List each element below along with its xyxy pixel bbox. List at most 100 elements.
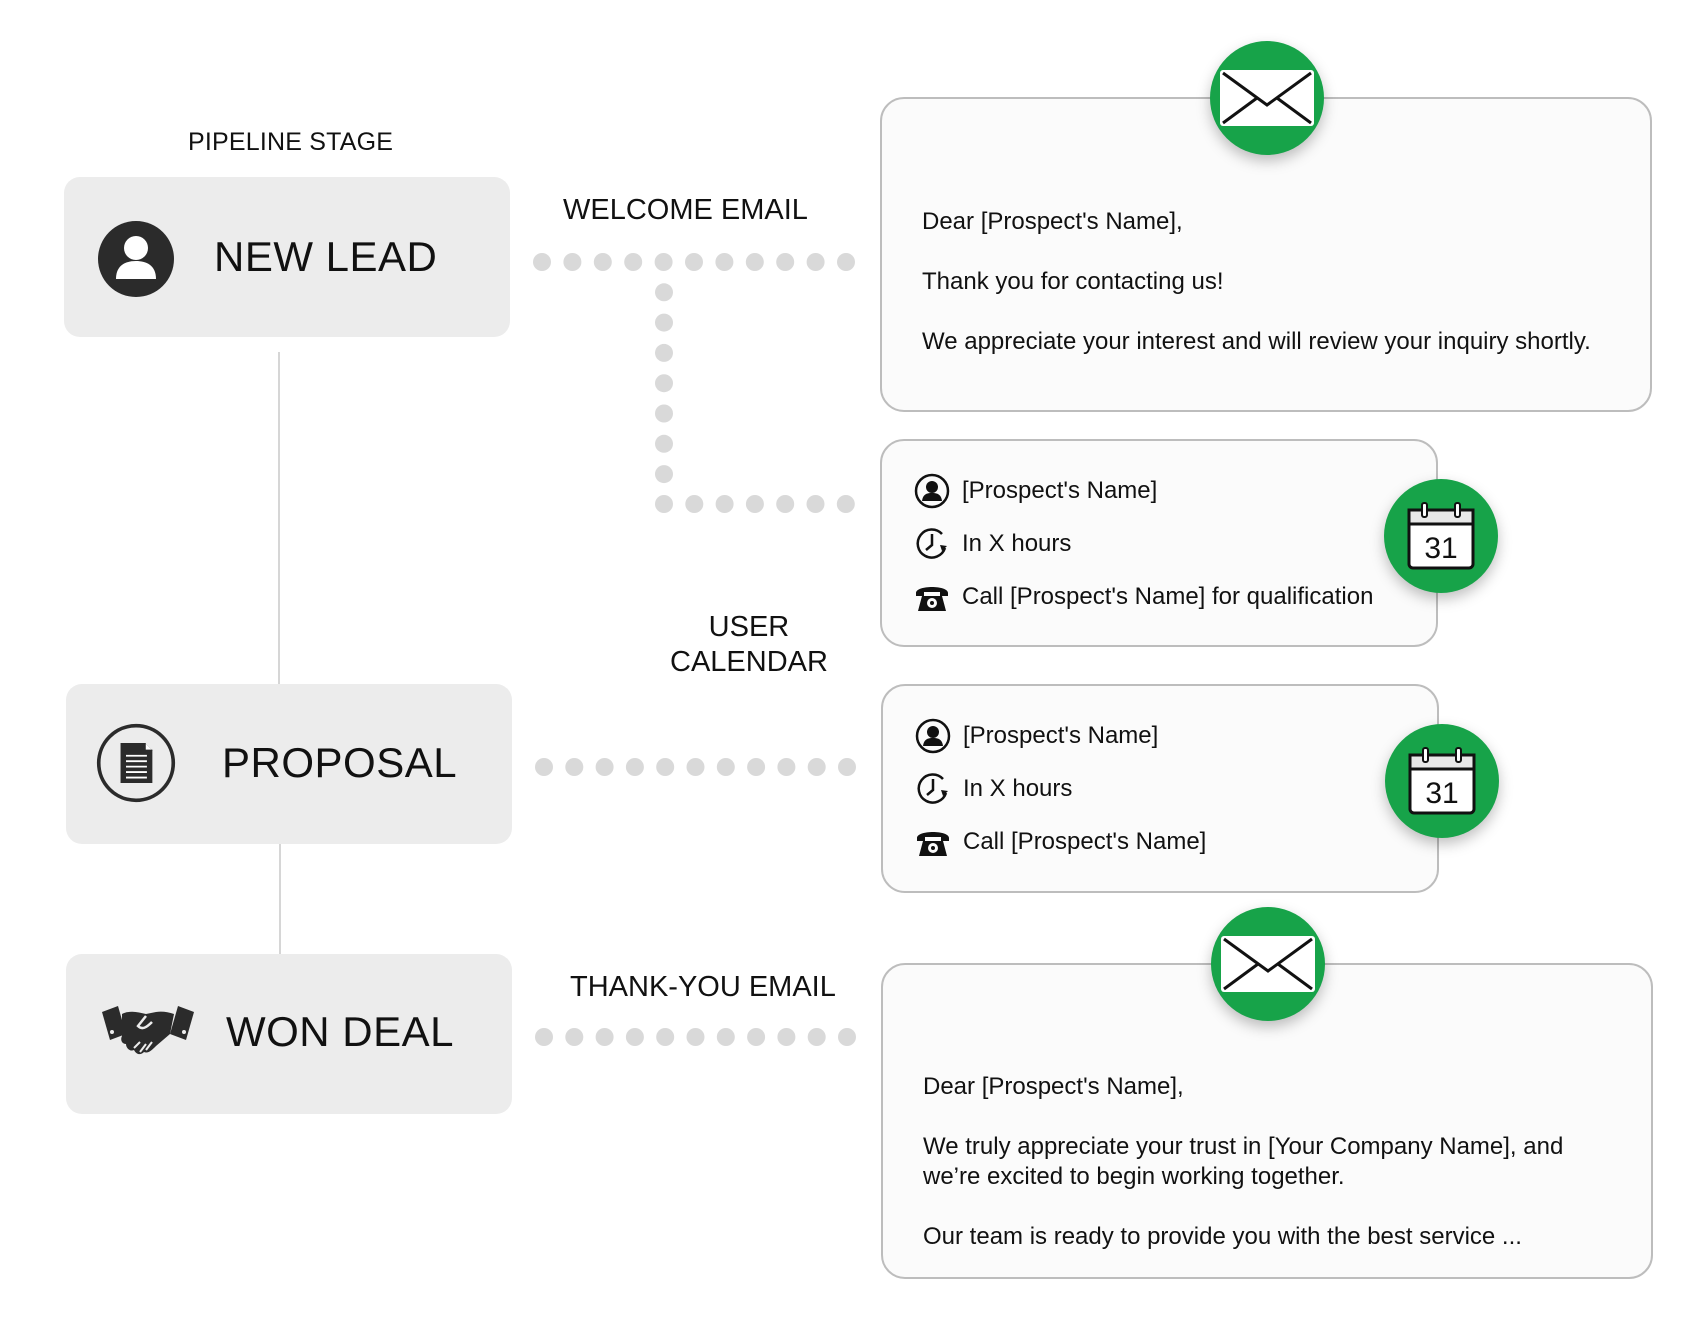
stage-won-deal: WON DEAL	[66, 954, 512, 1114]
connector-dot	[595, 1028, 614, 1046]
flow-label-thankyou-email: THANK-YOU EMAIL	[570, 971, 836, 1003]
connector-dot	[686, 1028, 705, 1046]
task2-who: [Prospect's Name]	[963, 722, 1159, 749]
clock-icon	[917, 773, 948, 804]
stage-new-lead: NEW LEAD	[64, 177, 510, 337]
stage-label-new-lead: NEW LEAD	[214, 233, 438, 280]
flow-label-user-calendar: USER CALENDAR	[670, 610, 828, 680]
connector-dot	[777, 758, 796, 776]
connector-dot	[807, 1028, 826, 1046]
calendar-icon: 31	[1407, 502, 1475, 570]
thankyou-email-line2: Our team is ready to provide you with th…	[923, 1223, 1522, 1250]
clock-icon	[916, 528, 947, 559]
connector-dot	[715, 495, 734, 513]
task1-when: In X hours	[962, 530, 1072, 557]
connector-dot	[655, 495, 673, 513]
connector-dot	[685, 253, 703, 271]
connector-dot	[747, 758, 766, 776]
stage-proposal: PROPOSAL	[66, 684, 512, 844]
connector-dot	[655, 313, 673, 332]
connector-dot	[716, 758, 735, 776]
welcome-email-line2: We appreciate your interest and will rev…	[922, 328, 1591, 355]
task1-who-row: [Prospect's Name]	[914, 473, 1157, 509]
connector-dot	[655, 283, 673, 302]
thankyou-email-greeting: Dear [Prospect's Name],	[923, 1073, 1184, 1100]
task2-when-row: In X hours	[915, 771, 1072, 807]
flow-label-welcome-email: WELCOME EMAIL	[563, 194, 808, 226]
connector-dot	[654, 253, 673, 271]
connector-dot	[806, 495, 825, 513]
connector-dot	[686, 758, 705, 776]
connector-dot	[535, 758, 553, 776]
connector-dot	[715, 253, 734, 271]
connector-dot	[836, 495, 855, 513]
connector-dot	[777, 1028, 796, 1046]
connector-dot	[745, 253, 764, 271]
document-icon	[96, 723, 176, 803]
connector-dot	[625, 1028, 644, 1046]
thankyou-email-line1a: We truly appreciate your trust in [Your …	[923, 1133, 1564, 1160]
envelope-icon	[1221, 936, 1315, 992]
envelope-icon	[1220, 70, 1314, 126]
handshake-icon	[102, 1006, 194, 1055]
thankyou-email-line1b: we’re excited to begin working together.	[923, 1163, 1345, 1190]
task2-what: Call [Prospect's Name]	[963, 828, 1207, 855]
connector-dot	[535, 1028, 553, 1046]
connector-dot	[656, 1028, 675, 1046]
user-icon	[98, 221, 174, 297]
phone-icon	[917, 832, 949, 856]
connector-dot	[655, 374, 673, 393]
connector-dot	[655, 343, 673, 362]
contact-icon	[914, 473, 950, 509]
task1-when-row: In X hours	[914, 526, 1071, 562]
pipeline-stage-header: PIPELINE STAGE	[188, 128, 394, 156]
welcome-email-line1: Thank you for contacting us!	[922, 268, 1224, 295]
connector-dot	[807, 758, 826, 776]
stage-label-proposal: PROPOSAL	[222, 739, 458, 786]
pipeline-connector-1	[278, 352, 280, 684]
task2-calendar-day: 31	[1425, 777, 1458, 810]
connector-dot	[838, 1028, 856, 1046]
connector-dot	[533, 253, 551, 271]
task1-calendar-day: 31	[1424, 532, 1457, 565]
task1-what-row: Call [Prospect's Name] for qualification	[914, 579, 1373, 615]
phone-icon	[916, 587, 948, 611]
task2-what-row: Call [Prospect's Name]	[915, 824, 1206, 860]
connector-dot	[565, 1028, 584, 1046]
contact-icon	[915, 718, 951, 754]
connector-dot	[747, 1028, 766, 1046]
task1-what: Call [Prospect's Name] for qualification	[962, 583, 1374, 610]
calendar-icon: 31	[1408, 747, 1476, 815]
connector-dot	[776, 253, 795, 271]
connector-dot	[745, 495, 764, 513]
connector-dot	[655, 434, 673, 453]
task-card-call: [Prospect's Name] In X hours Call [Prosp…	[881, 684, 1439, 893]
connector-dot	[685, 495, 704, 513]
task2-when: In X hours	[963, 775, 1073, 802]
connector-dot	[806, 253, 825, 271]
connector-dot	[838, 758, 856, 776]
flow-label-user: USER	[708, 611, 790, 643]
connector-dot	[656, 758, 675, 776]
connector-dot	[716, 1028, 735, 1046]
task1-calendar-badge: 31	[1384, 479, 1498, 593]
connector-dot	[593, 253, 612, 271]
thankyou-email-badge	[1211, 907, 1325, 1021]
flow-label-calendar: CALENDAR	[670, 646, 828, 678]
connector-dot	[624, 253, 643, 271]
connector-dot	[563, 253, 582, 271]
connector-dot	[595, 758, 614, 776]
task2-who-row: [Prospect's Name]	[915, 718, 1158, 754]
connector-dot	[655, 465, 673, 484]
welcome-email-greeting: Dear [Prospect's Name],	[922, 208, 1183, 235]
connector-dot	[655, 404, 673, 423]
task1-who: [Prospect's Name]	[962, 477, 1158, 504]
pipeline-connector-2	[279, 844, 281, 954]
connector-dot	[565, 758, 584, 776]
task2-calendar-badge: 31	[1385, 724, 1499, 838]
connector-dot	[837, 253, 855, 271]
welcome-email-badge	[1210, 41, 1324, 155]
connector-dot	[625, 758, 644, 776]
stage-label-won-deal: WON DEAL	[226, 1008, 455, 1055]
